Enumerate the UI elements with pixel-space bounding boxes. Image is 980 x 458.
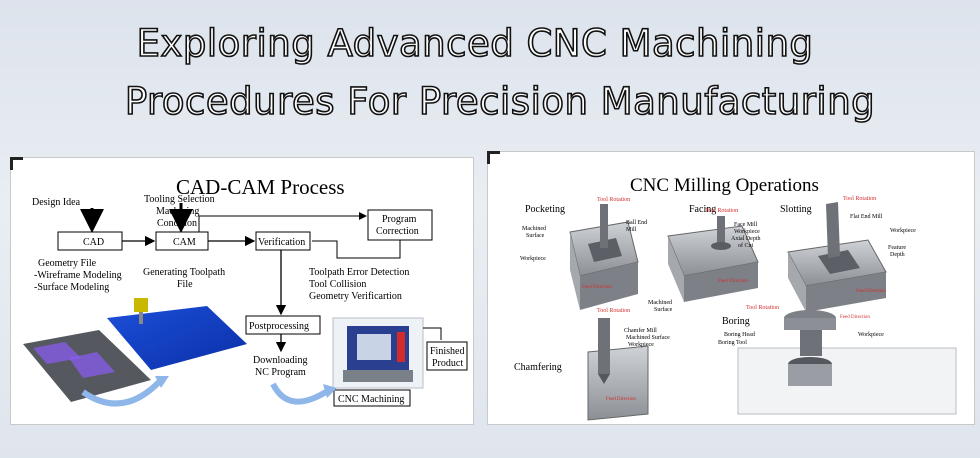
axial-depth-1: Axial Depth <box>731 236 761 242</box>
cad-plate-illustration <box>23 298 247 402</box>
verification-box <box>255 231 311 251</box>
finished-label-1: Finished <box>430 346 464 357</box>
loop-verification-correction <box>312 240 401 259</box>
facing-illustration <box>667 216 759 302</box>
error-label-3: Geometry Verificartion <box>309 291 402 302</box>
facing-label: Facing <box>689 204 716 215</box>
geometry-label-1: Geometry File <box>38 258 97 269</box>
milling-title: CNC Milling Operations <box>630 175 819 196</box>
tool-rotation-label: Tool Rotation <box>597 197 630 203</box>
postprocessing-label: Postprocessing <box>249 321 309 332</box>
pocketing-label: Pocketing <box>525 204 565 215</box>
slotting-illustration <box>787 202 887 312</box>
cnc-machining-label: CNC Machining <box>338 394 404 405</box>
design-idea-label: Design Idea <box>32 197 81 208</box>
boring-rotation: Tool Rotation <box>746 305 779 311</box>
facing-rotation: Tool Rotation <box>705 208 738 214</box>
panel-corner-mark <box>487 151 500 164</box>
pocket-machined-2: Surface <box>526 232 545 239</box>
slotting-feed: Feed Direction <box>856 289 886 294</box>
tooling-label-2: Machining <box>156 206 199 217</box>
facing-machined-1: Machined <box>648 300 672 306</box>
finished-label-2: Product <box>432 358 463 369</box>
cnc-machine-image <box>332 317 424 389</box>
slotting-workpiece: Workpiece <box>890 228 916 234</box>
slotting-label: Slotting <box>780 204 812 215</box>
flow-arrow-right-head <box>323 384 337 398</box>
facing-machined-2: Surface <box>654 306 673 313</box>
cad-cam-title: CAD-CAM Process <box>176 175 345 199</box>
finished-product-box <box>426 341 468 371</box>
cad-cam-diagram: CAD-CAM Process Design Idea Tooling Sele… <box>23 175 468 407</box>
boring-illustration <box>737 310 957 415</box>
chamfer-workpiece: Workpiece <box>628 342 654 348</box>
flow-arrow-left-head <box>155 376 169 388</box>
title-line-2: Procedures For Precision Manufacturing <box>124 79 876 124</box>
face-mill-label: Face Mill <box>734 222 757 228</box>
cad-label: CAD <box>83 237 104 248</box>
boring-head-label: Boring Head <box>724 332 755 338</box>
error-label-2: Tool Collision <box>309 279 366 290</box>
panel-corner-mark <box>10 157 23 170</box>
milling-panel: CNC Milling Operations Pocketing Tool Ro… <box>487 151 975 425</box>
arrow-cam-to-correction <box>198 212 367 232</box>
boring-workpiece: Workpiece <box>858 332 884 338</box>
geometry-label-3: -Surface Modeling <box>34 282 109 293</box>
cam-label: CAM <box>173 237 196 248</box>
download-label-2: NC Program <box>255 367 306 378</box>
tooling-label-1: Tooling Selection <box>144 194 215 205</box>
pocket-workpiece: Workpiece <box>520 256 546 262</box>
program-label-1: Program <box>382 214 417 225</box>
program-label-2: Correction <box>376 226 419 237</box>
tooling-label-3: Condition <box>157 218 197 229</box>
boring-tool-label: Boring Tool <box>718 340 747 346</box>
ball-end-label-2: Mill <box>626 227 637 233</box>
chamfering-label: Chamfering <box>514 362 562 373</box>
pocketing-illustration <box>569 204 639 310</box>
arrow-machine-to-product <box>423 327 442 340</box>
generating-label-2: File <box>177 279 193 290</box>
feature-depth-1: Feature <box>888 245 906 251</box>
facing-feed: Feed Direction <box>718 279 748 284</box>
chamfer-mill-label: Chamfer Mill <box>624 327 657 334</box>
pocket-feed: Feed Direction <box>582 285 612 290</box>
ball-end-label-1: Ball End <box>626 220 647 226</box>
pocket-machined-1: Machined <box>522 226 546 232</box>
geometry-label-2: -Wireframe Modeling <box>34 270 122 281</box>
milling-diagram: CNC Milling Operations Pocketing Tool Ro… <box>514 175 957 421</box>
cnc-machining-box <box>333 389 411 407</box>
slotting-rotation: Tool Rotation <box>843 196 876 202</box>
chamfer-rotation: Tool Rotation <box>597 308 630 314</box>
feature-depth-2: Depth <box>890 252 905 258</box>
generating-label-1: Generating Toolpath <box>143 267 225 278</box>
cad-cam-panel: CAD-CAM Process Design Idea Tooling Sele… <box>10 157 474 425</box>
boring-label: Boring <box>722 316 750 327</box>
title-line-1: Exploring Advanced CNC Machining <box>136 21 814 66</box>
chamfer-feed: Feed Direction <box>606 397 636 402</box>
chamfering-illustration <box>587 318 649 421</box>
axial-depth-2: of Cut <box>738 242 754 249</box>
flow-arrow-left <box>81 377 164 407</box>
chamfer-machined-label: Machined Surface <box>626 334 670 341</box>
postprocessing-box <box>245 315 321 335</box>
facing-workpiece: Workpiece <box>734 229 760 235</box>
boring-feed: Feed Direction <box>840 315 870 320</box>
download-label-1: Downloading <box>253 355 307 366</box>
verification-label: Verification <box>258 237 305 248</box>
flat-end-mill-label: Flat End Mill <box>850 214 883 220</box>
error-label-1: Toolpath Error Detection <box>309 267 409 278</box>
flow-arrow-right <box>270 382 331 405</box>
